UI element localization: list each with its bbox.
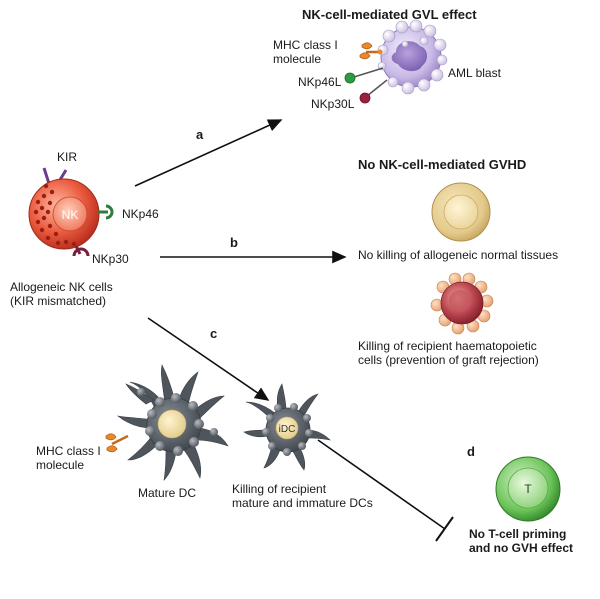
nkp46-label: NKp46 xyxy=(122,207,159,221)
aml-blast-cell xyxy=(377,19,448,95)
killing-haem-label-line2: cells (prevention of graft rejection) xyxy=(358,353,539,367)
haem-blebs xyxy=(430,272,494,335)
arrow-c xyxy=(147,317,270,401)
arrow-label-d: d xyxy=(467,444,475,459)
allogeneic-nk-label-line2: (KIR mismatched) xyxy=(10,294,107,308)
nkp46l-icon xyxy=(344,67,384,84)
aml-blebs xyxy=(377,19,448,95)
mhc-bottom-label-line2: molecule xyxy=(36,458,85,472)
mature-dc-blebs xyxy=(137,388,218,456)
t-cell: T xyxy=(495,456,561,522)
gvl-effect-title: NK-cell-mediated GVL effect xyxy=(302,7,477,22)
t-cell-label: T xyxy=(524,482,532,496)
allogeneic-nk-label-line1: Allogeneic NK cells xyxy=(10,280,113,294)
mhc-top-label-line1: MHC class I xyxy=(273,38,338,52)
haematopoietic-cell xyxy=(430,272,494,335)
mhc-bottom-label-line1: MHC class I xyxy=(36,444,101,458)
nkp30-receptor-icon xyxy=(72,245,90,257)
normal-tissue-cell xyxy=(431,182,491,242)
nkp30-label: NKp30 xyxy=(92,252,129,266)
no-killing-label: No killing of allogeneic normal tissues xyxy=(358,248,559,262)
nkp46-receptor-icon xyxy=(98,204,114,220)
killing-dc-label-line1: Killing of recipient xyxy=(232,482,327,496)
arrow-a xyxy=(134,119,283,187)
gvhd-title: No NK-cell-mediated GVHD xyxy=(358,157,527,172)
arrow-label-c: c xyxy=(210,326,218,341)
idc-label: iDC xyxy=(279,424,296,435)
mhc-top-label-line2: molecule xyxy=(273,52,322,66)
killing-haem-label-line1: Killing of recipient haematopoietic xyxy=(358,339,537,353)
inhibition-line-d xyxy=(317,439,446,530)
killing-dc-label-line2: mature and immature DCs xyxy=(232,496,373,510)
inhibition-bar-d xyxy=(435,516,454,542)
nkp30l-icon xyxy=(359,79,388,104)
idc-blebs xyxy=(262,403,313,456)
immature-dc-cell: iDC xyxy=(243,383,331,471)
nkp30l-label: NKp30L xyxy=(311,97,355,111)
no-tcell-label-line2: and no GVH effect xyxy=(469,541,574,555)
no-tcell-label-line1: No T-cell priming xyxy=(469,527,567,541)
nkp46l-label: NKp46L xyxy=(298,75,342,89)
nk-cell xyxy=(28,167,114,257)
arrow-label-a: a xyxy=(196,127,204,142)
nk-label: NK xyxy=(62,208,79,222)
mhc-molecule-icon-bottom xyxy=(105,433,129,453)
mature-dc-cell xyxy=(116,364,229,481)
arrow-label-b: b xyxy=(230,235,238,250)
nk-granules xyxy=(33,183,77,247)
mature-dc-label: Mature DC xyxy=(138,486,197,500)
kir-label: KIR xyxy=(57,150,78,164)
aml-blast-label: AML blast xyxy=(448,66,501,80)
mhc-molecule-icon-top xyxy=(359,42,383,60)
